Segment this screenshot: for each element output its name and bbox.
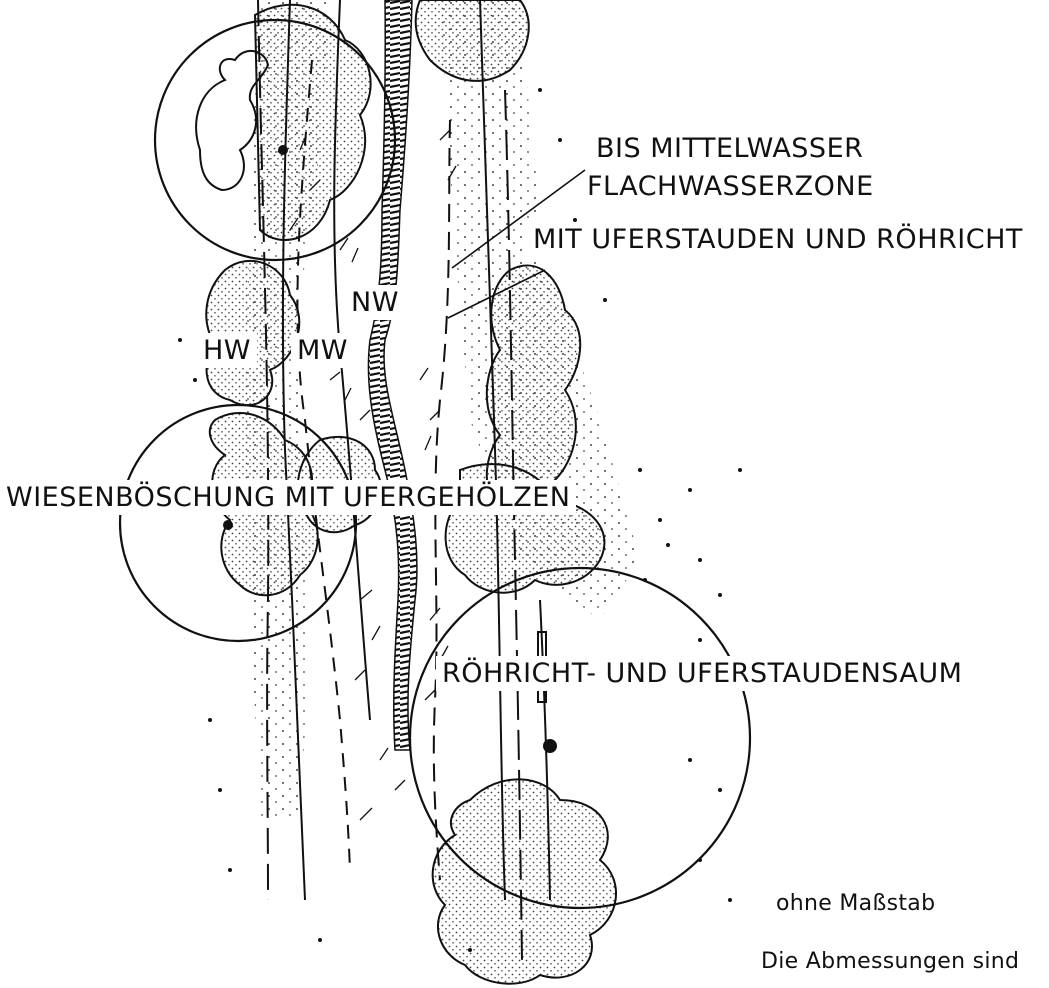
note-abmessungen: Die Abmessungen sind [761, 951, 1019, 973]
label-uferstauden-roehricht: MIT UFERSTAUDEN UND RÖHRICHT [527, 222, 1029, 257]
label-roehrichtsaum: RÖHRICHT- UND UFERSTAUDENSAUM [436, 656, 968, 691]
label-mw: MW [291, 333, 354, 368]
label-wiesenboeschung: WIESENBÖSCHUNG MIT UFERGEHÖLZEN [0, 480, 576, 515]
canopy-top-center [416, 0, 529, 81]
canopy-top-left [255, 5, 371, 240]
label-hw: HW [197, 333, 257, 368]
canopy-bottom [433, 779, 616, 983]
note-ohne-massstab: ohne Maßstab [776, 893, 935, 915]
label-bis-mittelwasser: BIS MITTELWASSER [596, 135, 863, 162]
label-nw: NW [345, 285, 405, 320]
label-flachwasserzone: FLACHWASSERZONE [587, 173, 874, 200]
